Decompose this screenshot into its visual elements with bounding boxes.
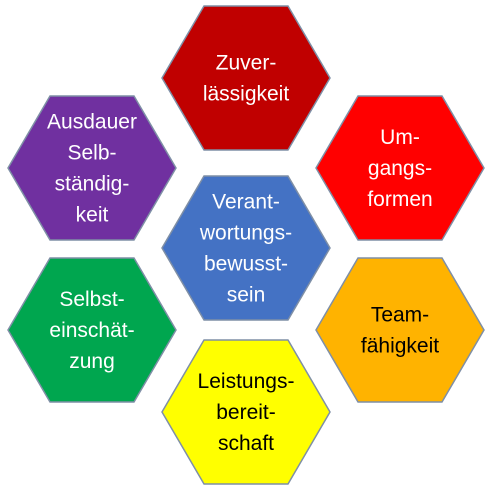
hexagon-label-ausdauer-line-4: keit	[76, 204, 109, 227]
hexagon-shape-verantwortung	[161, 175, 331, 321]
hexagon-shape-selbsteinschaetzung	[7, 257, 177, 403]
hexagon-shape-leistungsbereitschaft	[161, 339, 331, 485]
hexagon-label-verantwortung-line-3: bewusst-	[204, 253, 288, 276]
hexagon-label-zuverlaessigkeit-line-2: lässigkeit	[203, 83, 290, 106]
hexagon-shape-ausdauer	[7, 95, 177, 241]
hexagon-label-verantwortung-line-4: sein	[227, 284, 266, 307]
hexagon-label-umgangsformen-line-3: formen	[367, 188, 432, 211]
hexagon-label-ausdauer-line-2: Selb-	[67, 142, 116, 165]
hexagon-verantwortung: Verant-wortungs-bewusst-sein	[161, 175, 331, 321]
hexagon-label-leistungsbereitschaft-line-3: schaft	[218, 432, 274, 455]
hexagon-label-ausdauer-line-3: ständig-	[55, 173, 130, 196]
hexagon-label-selbsteinschaetzung-line-1: Selbst-	[59, 288, 124, 311]
hexagon-zuverlaessigkeit: Zuver-lässigkeit	[161, 5, 331, 151]
hexagon-label-selbsteinschaetzung-line-2: einschät-	[49, 319, 134, 342]
hexagon-label-teamfaehigkeit-line-1: Team-	[371, 304, 429, 327]
hexagon-shape-teamfaehigkeit	[315, 257, 485, 403]
hexagon-shape-zuverlaessigkeit	[161, 5, 331, 151]
hexagon-label-umgangsformen-line-1: Um-	[380, 126, 420, 149]
hexagon-label-verantwortung-line-2: wortungs-	[199, 222, 292, 245]
hexagon-label-umgangsformen-line-2: gangs-	[368, 157, 432, 180]
hexagon-teamfaehigkeit: Team-fähigkeit	[315, 257, 485, 403]
hexagon-leistungsbereitschaft: Leistungs-bereit-schaft	[161, 339, 331, 485]
hexagon-label-ausdauer-line-1: Ausdauer	[47, 111, 137, 134]
hexagon-label-selbsteinschaetzung-line-3: zung	[69, 350, 115, 373]
hexagon-label-zuverlaessigkeit-line-1: Zuver-	[216, 52, 277, 75]
hexagon-label-leistungsbereitschaft-line-1: Leistungs-	[198, 370, 295, 393]
hexagon-label-verantwortung-line-1: Verant-	[212, 191, 280, 214]
hexagon-label-leistungsbereitschaft-line-2: bereit-	[216, 401, 276, 424]
hexagon-selbsteinschaetzung: Selbst-einschät-zung	[7, 257, 177, 403]
hexagon-shape-umgangsformen	[315, 95, 485, 241]
hexagon-label-teamfaehigkeit-line-2: fähigkeit	[361, 335, 439, 358]
hexagon-umgangsformen: Um-gangs-formen	[315, 95, 485, 241]
